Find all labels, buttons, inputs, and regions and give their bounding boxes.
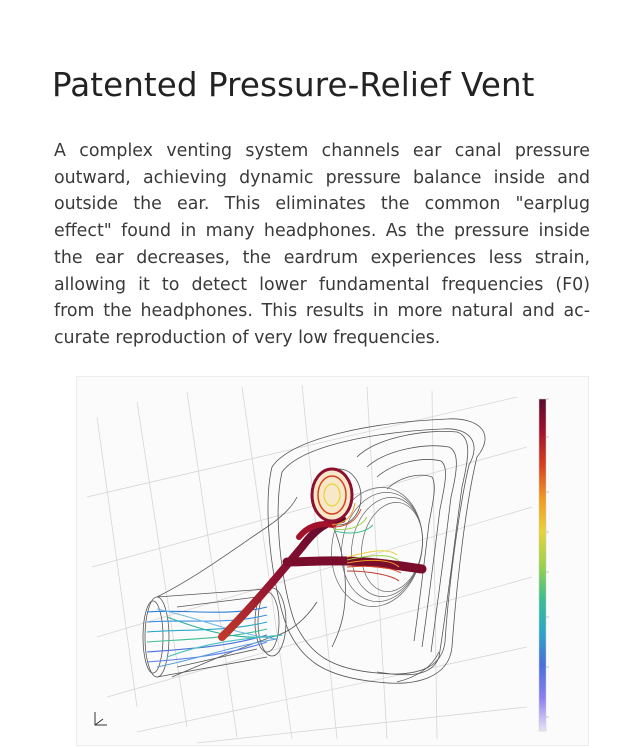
body-line: A complex venting system channels ear ca… <box>54 141 590 161</box>
body-line: outside the ear. This eliminates the com… <box>54 194 590 215</box>
colorbar-ticks <box>546 398 549 718</box>
page-title: Patented Pressure-Relief Vent <box>52 66 535 104</box>
article-body: A complex venting system channels ear ca… <box>54 138 590 352</box>
body-line: outward, achieving dynamic pressure bala… <box>54 167 590 188</box>
driver-disc <box>310 467 354 523</box>
axis-triad-icon <box>94 712 107 726</box>
body-line: allowing it to detect lower fundamental … <box>54 274 590 295</box>
body-line: the ear decreases, the eardrum experienc… <box>54 247 590 268</box>
body-line: from the headphones. This results in mor… <box>54 301 590 322</box>
simulation-render <box>86 384 549 744</box>
nozzle-wireframe <box>142 496 318 678</box>
colorbar <box>538 398 549 732</box>
vent-channel <box>218 515 427 641</box>
body-line: effect" found in many headphones. As the… <box>54 221 590 242</box>
pressure-flow-simulation-figure <box>76 376 589 746</box>
body-line: curate reproduction of very low frequenc… <box>54 327 441 348</box>
driver-cavity-rings <box>331 487 423 607</box>
